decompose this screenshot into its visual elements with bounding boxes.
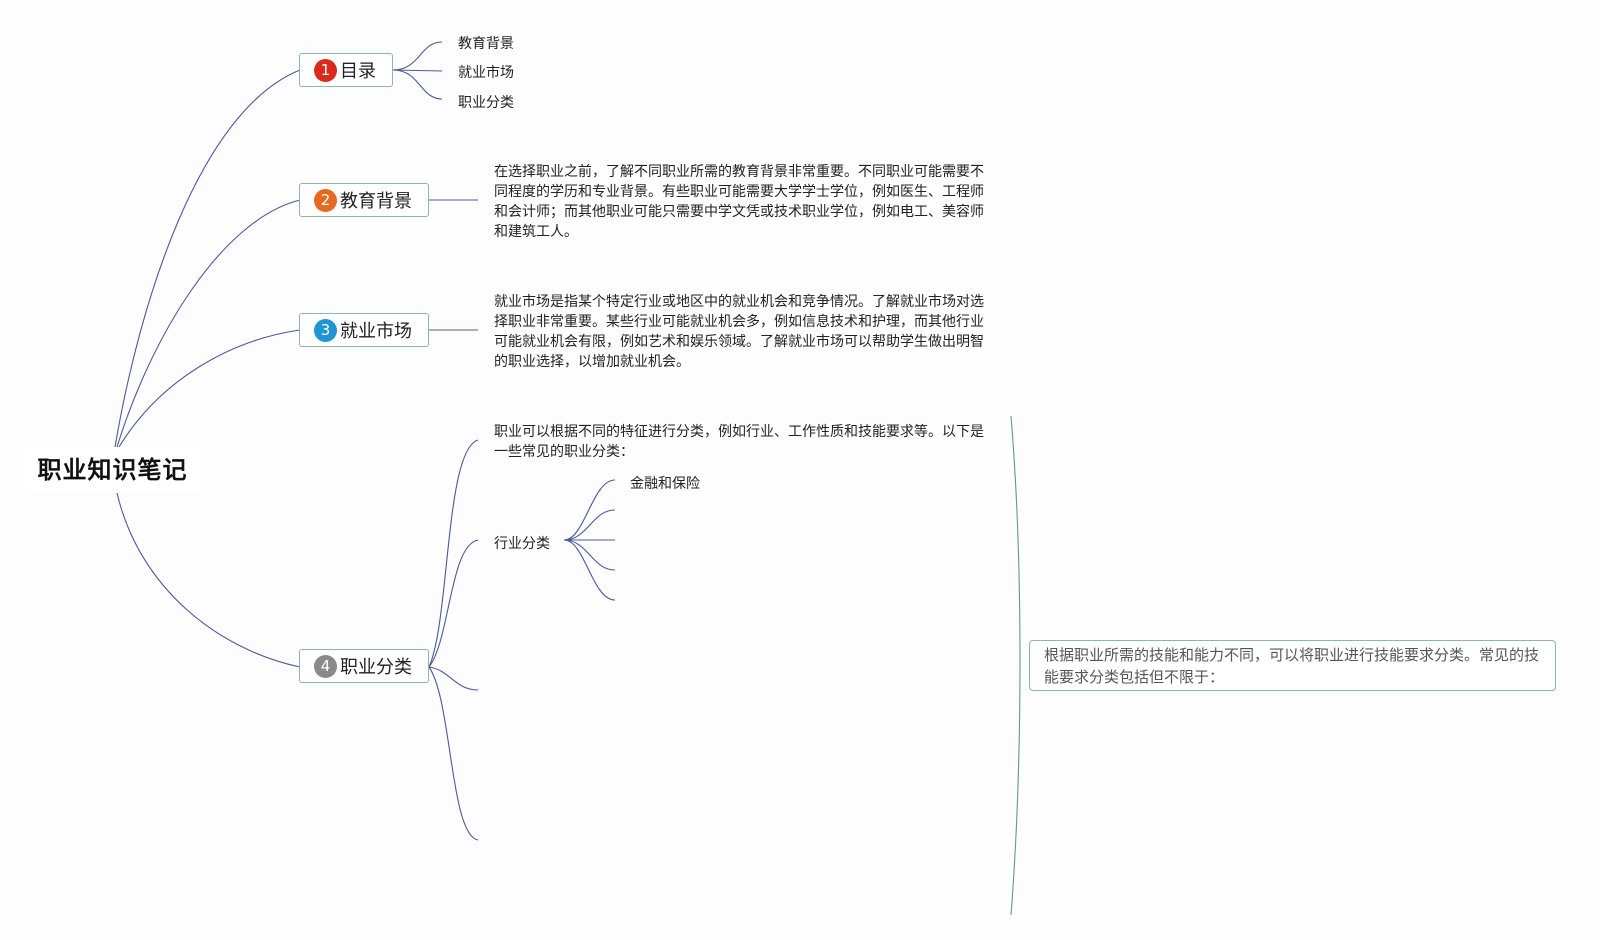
toc-item-classification[interactable]: 职业分类 bbox=[458, 95, 514, 111]
link-root-to-market bbox=[118, 329, 301, 448]
link-toc-child-3 bbox=[392, 69, 443, 100]
toc-item-market[interactable]: 就业市场 bbox=[458, 65, 514, 81]
education-description[interactable]: 在选择职业之前，了解不同职业所需的教育背景非常重要。不同职业可能需要不同程度的学… bbox=[494, 164, 984, 240]
branch-toc-label: 目录 bbox=[340, 61, 376, 82]
link-skill-bracket bbox=[1010, 415, 1021, 916]
link-toc-child-1 bbox=[392, 41, 443, 71]
industry-item-finance[interactable]: 金融和保险 bbox=[630, 476, 700, 492]
link-class-to-empty-1 bbox=[428, 666, 479, 691]
toc-item-education[interactable]: 教育背景 bbox=[458, 36, 514, 52]
number-badge-3: 3 bbox=[314, 318, 337, 342]
branch-education[interactable]: 2 教育背景 bbox=[299, 183, 429, 217]
link-class-to-intro bbox=[428, 439, 479, 668]
link-root-to-education bbox=[116, 199, 301, 448]
branch-market-label: 就业市场 bbox=[340, 321, 412, 342]
market-description[interactable]: 就业市场是指某个特定行业或地区中的就业机会和竞争情况。了解就业市场对选择职业非常… bbox=[494, 294, 984, 370]
root-topic[interactable]: 职业知识笔记 bbox=[25, 447, 200, 493]
number-badge-2: 2 bbox=[314, 188, 337, 212]
branch-toc[interactable]: 1 目录 bbox=[299, 53, 393, 87]
link-class-to-industry bbox=[428, 539, 479, 668]
classification-intro[interactable]: 职业可以根据不同的特征进行分类，例如行业、工作性质和技能要求等。以下是一些常见的… bbox=[494, 424, 984, 460]
number-badge-4: 4 bbox=[314, 654, 337, 678]
number-badge-1: 1 bbox=[314, 58, 337, 82]
branch-market[interactable]: 3 就业市场 bbox=[299, 313, 429, 347]
link-industry-sub-2 bbox=[563, 509, 616, 541]
skill-requirement-node[interactable]: 根据职业所需的技能和能力不同，可以将职业进行技能要求分类。常见的技能要求分类包括… bbox=[1029, 640, 1556, 691]
link-industry-sub-5 bbox=[563, 539, 616, 601]
branch-education-label: 教育背景 bbox=[340, 191, 412, 212]
link-root-to-toc bbox=[114, 69, 301, 448]
branch-classification[interactable]: 4 职业分类 bbox=[299, 649, 429, 683]
link-industry-sub-4 bbox=[563, 539, 616, 571]
link-industry-sub-1 bbox=[563, 479, 616, 541]
link-class-to-empty-2 bbox=[428, 666, 479, 841]
branch-classification-label: 职业分类 bbox=[340, 657, 412, 678]
link-root-to-classification bbox=[116, 492, 301, 668]
link-toc-child-2 bbox=[392, 69, 443, 72]
industry-classification-node[interactable]: 行业分类 bbox=[494, 536, 550, 552]
